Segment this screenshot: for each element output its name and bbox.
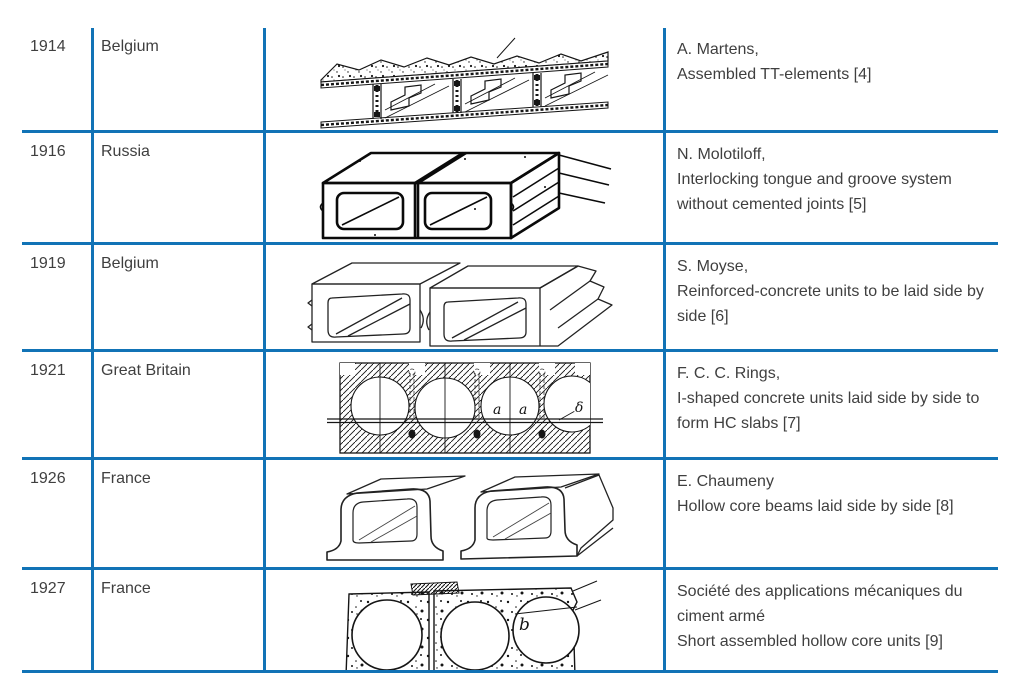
country-cell: Russia [91,133,263,245]
i-shaped-units-cross-section-drawing: a a δ [326,362,603,454]
hollow-core-beams-drawing [325,473,614,561]
invention-description: Assembled TT-elements [4] [677,66,872,83]
year-cell: 1919 [22,245,91,352]
country-cell: France [91,570,263,673]
invention-description: Reinforced-concrete units to be laid sid… [677,283,984,325]
invention-description: Hollow core beams laid side by side [8] [677,498,954,515]
description-cell: E. Chaumeny Hollow core beams laid side … [663,460,998,570]
invention-description: Short assembled hollow core units [9] [677,633,943,650]
country-cell: Great Britain [91,352,263,460]
figure-cell: a a δ [263,352,663,460]
inventor-name: A. Martens, [677,41,759,58]
figure-label-a1: a [493,402,501,418]
country-cell: Belgium [91,28,263,133]
description-cell: N. Molotiloff, Interlocking tongue and g… [663,133,998,245]
figure-cell: b [263,570,663,673]
year-cell: 1927 [22,570,91,673]
inventor-name: S. Moyse, [677,258,749,275]
year-cell: 1921 [22,352,91,460]
year-cell: 1916 [22,133,91,245]
assembled-tt-elements-drawing [319,37,609,129]
figure-cell [263,245,663,352]
description-cell: A. Martens, Assembled TT-elements [4] [663,28,998,133]
history-table: 1914 Belgium [22,28,998,673]
description-cell: F. C. C. Rings, I-shaped concrete units … [663,352,998,460]
figure-label-b: b [519,615,530,635]
year-cell: 1914 [22,28,91,133]
country-cell: Belgium [91,245,263,352]
figure-label-delta: δ [575,400,583,416]
figure-cell [263,28,663,133]
year-cell: 1926 [22,460,91,570]
invention-description: I-shaped concrete units laid side by sid… [677,390,980,432]
figure-cell [263,133,663,245]
description-cell: Société des applications mécaniques du c… [663,570,998,673]
inventor-name: Société des applications mécaniques du c… [677,583,963,625]
figure-label-a2: a [519,402,527,418]
invention-description: Interlocking tongue and groove system wi… [677,171,952,213]
country-cell: France [91,460,263,570]
interlocking-tongue-and-groove-drawing [319,151,611,240]
figure-cell [263,460,663,570]
inventor-name: N. Molotiloff, [677,146,766,163]
description-cell: S. Moyse, Reinforced-concrete units to b… [663,245,998,352]
inventor-name: E. Chaumeny [677,473,774,490]
reinforced-concrete-units-drawing [306,262,613,347]
inventor-name: F. C. C. Rings, [677,365,781,382]
short-assembled-hollow-core-units-drawing: b [345,580,601,670]
